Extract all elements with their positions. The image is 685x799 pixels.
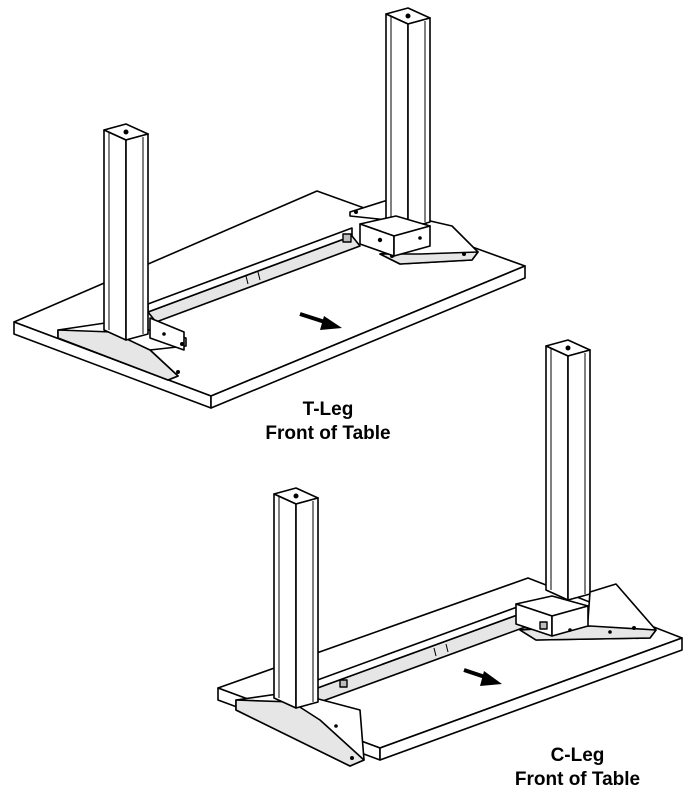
c-leg-left-column <box>273 487 319 709</box>
t-leg-left-foot <box>57 317 187 381</box>
t-leg-front-arrow <box>299 312 342 330</box>
c-leg-right-column <box>545 339 591 601</box>
c-leg-title: C-Leg <box>550 745 605 766</box>
t-leg-left-column <box>103 123 149 341</box>
c-leg-subtitle: Front of Table <box>514 769 641 790</box>
c-leg-assembly <box>217 339 683 767</box>
t-leg-caption: T-Leg Front of Table <box>228 398 428 446</box>
t-leg-tabletop <box>13 190 526 409</box>
c-leg-left-foot <box>235 691 365 767</box>
t-leg-assembly <box>13 7 526 409</box>
c-leg-right-foot <box>515 583 657 641</box>
t-leg-title: T-Leg <box>302 399 354 420</box>
c-leg-caption: C-Leg Front of Table <box>470 744 685 792</box>
t-leg-subtitle: Front of Table <box>265 423 391 444</box>
t-leg-right-column <box>385 7 431 229</box>
c-leg-front-arrow <box>463 668 502 686</box>
t-leg-right-bracket <box>359 215 431 257</box>
